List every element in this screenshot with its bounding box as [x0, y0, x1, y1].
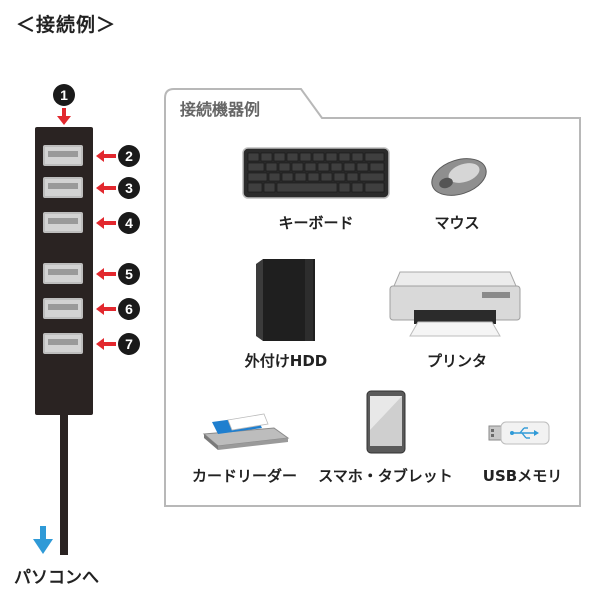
usb-port-6 — [43, 298, 83, 319]
usb-port-3 — [43, 177, 83, 198]
arrow-left-red-icon — [96, 217, 116, 229]
printer-icon — [389, 271, 521, 337]
arrow-down-blue-icon — [33, 526, 53, 554]
device-label-card-reader: カードリーダー — [191, 467, 297, 485]
usb-cable — [60, 415, 68, 555]
device-label-smartphone: スマホ・タブレット — [318, 467, 453, 485]
badge-7: 7 — [118, 333, 140, 355]
arrow-left-red-icon — [96, 268, 116, 280]
device-label-hdd: 外付けHDD — [244, 352, 328, 370]
arrow-left-red-icon — [96, 338, 116, 350]
badge-6: 6 — [118, 298, 140, 320]
arrow-left-red-icon — [96, 182, 116, 194]
keyboard-icon — [242, 147, 390, 199]
arrow-down-red-icon — [57, 108, 71, 125]
badge-5: 5 — [118, 263, 140, 285]
smartphone-icon — [366, 390, 406, 454]
page-heading: ＜接続例＞ — [16, 14, 117, 36]
usb-port-5 — [43, 263, 83, 284]
usb-memory-icon — [488, 421, 550, 445]
device-label-printer: プリンタ — [426, 352, 487, 370]
external-hdd-icon — [256, 259, 315, 341]
arrow-left-red-icon — [96, 150, 116, 162]
badge-2: 2 — [118, 145, 140, 167]
usb-port-2 — [43, 145, 83, 166]
to-pc-label: パソコンへ — [14, 568, 99, 588]
device-label-usb-memory: USBメモリ — [482, 467, 563, 485]
usb-port-4 — [43, 212, 83, 233]
badge-4: 4 — [118, 212, 140, 234]
devices-panel-title: 接続機器例 — [180, 100, 261, 119]
device-label-mouse: マウス — [434, 214, 480, 232]
badge-1: 1 — [53, 84, 75, 106]
badge-3: 3 — [118, 177, 140, 199]
device-label-keyboard: キーボード — [278, 214, 354, 232]
mouse-icon — [431, 158, 487, 196]
card-reader-icon — [202, 413, 290, 450]
usb-port-7 — [43, 333, 83, 354]
arrow-left-red-icon — [96, 303, 116, 315]
